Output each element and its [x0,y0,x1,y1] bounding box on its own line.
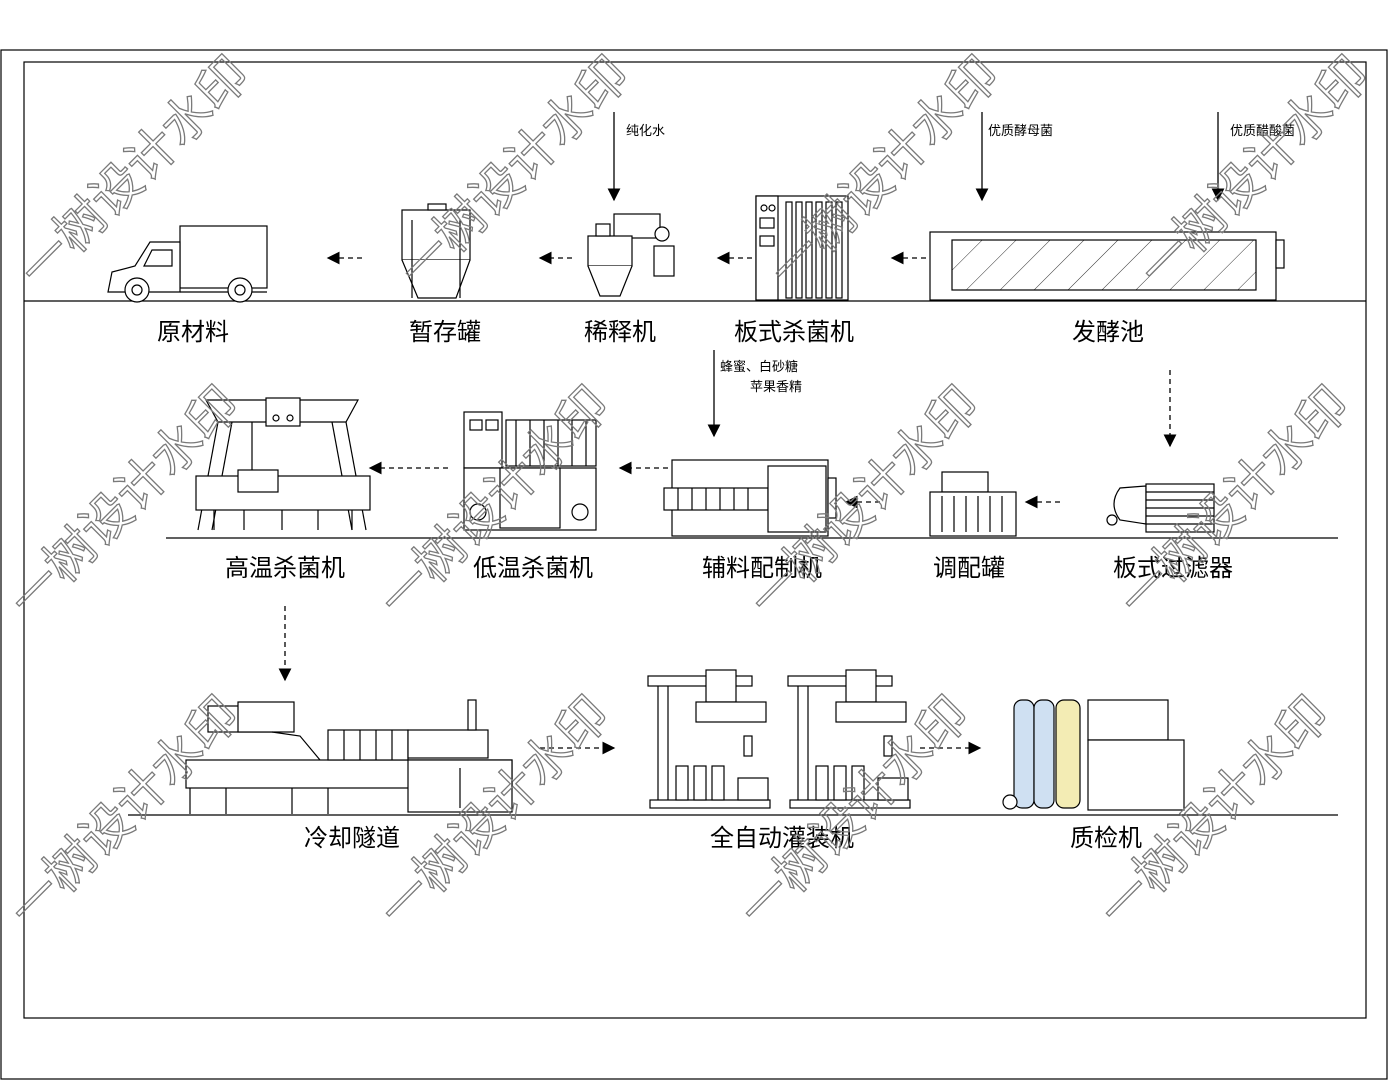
fermentation-tank-icon [929,231,1285,301]
note-purified-water: 纯化水 [626,124,665,139]
label-diluter: 稀释机 [584,318,656,346]
label-cooling-tunnel: 冷却隧道 [304,824,400,852]
input-arrows [607,112,1225,438]
inner-frame [23,61,1367,1019]
label-holding-tank: 暂存罐 [409,318,481,346]
filling-machine-b-icon [787,669,911,809]
outer-frame [0,49,1388,1080]
note-yeast: 优质酵母菌 [988,124,1053,139]
holding-tank-icon [401,203,471,299]
svg-text:一树设计水印: 一树设计水印 [727,685,980,938]
label-plate-filter: 板式过滤器 [1113,554,1233,582]
svg-text:一树设计水印: 一树设计水印 [367,685,620,938]
blending-tank-icon [929,471,1017,537]
label-plate-sterilizer: 板式杀菌机 [734,318,854,346]
label-raw-material: 原材料 [157,318,229,346]
diluter-icon [587,213,675,297]
cooling-tunnel-icon [185,699,513,814]
flow-arrows [278,251,1177,755]
high-temp-sterilizer-icon [195,397,371,531]
note-apple-essence: 苹果香精 [750,380,802,395]
note-acetic-bacteria: 优质醋酸菌 [1230,123,1295,139]
svg-text:一树设计水印: 一树设计水印 [0,685,251,938]
label-filling-machine: 全自动灌装机 [710,824,854,852]
label-inspection-machine: 质检机 [1070,824,1142,852]
filling-machine-a-icon [647,669,771,809]
plate-sterilizer-icon [755,195,849,301]
label-fermentation-tank: 发酵池 [1072,318,1144,346]
label-low-temp-sterilizer: 低温杀菌机 [473,554,593,582]
label-blending-tank: 调配罐 [933,554,1005,582]
aux-prep-machine-icon [663,459,837,537]
low-temp-sterilizer-icon [463,411,597,531]
label-high-temp-sterilizer: 高温杀菌机 [225,554,345,582]
note-aux-ingredients: 蜂蜜、白砂糖 [720,359,798,375]
label-aux-prep-machine: 辅料配制机 [702,554,822,582]
truck-icon [107,225,268,303]
plate-filter-icon [1106,483,1215,533]
inspection-machine-icon [1002,699,1185,811]
